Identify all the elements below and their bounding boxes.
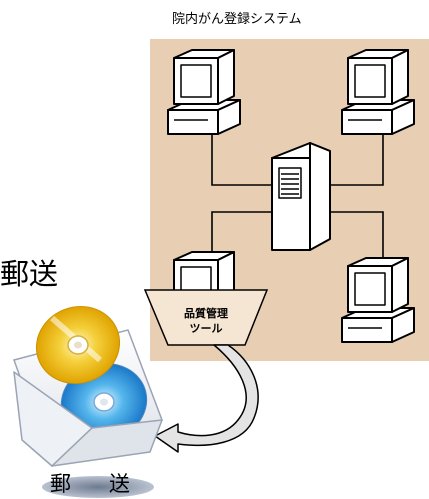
quality-tool-label-line1: 品質管理 bbox=[184, 307, 228, 320]
mail-label-bottom: 郵送 bbox=[50, 472, 168, 496]
envelope-shadow bbox=[42, 476, 154, 498]
quality-tool-label: 品質管理 ツール bbox=[166, 306, 246, 336]
quality-tool-funnel bbox=[143, 289, 269, 346]
cd-disc-icon bbox=[35, 306, 121, 384]
envelope-front bbox=[13, 371, 163, 467]
desktop-computer-icon bbox=[341, 49, 415, 135]
desktop-computer-icon bbox=[167, 49, 241, 135]
system-title: 院内がん登録システム bbox=[172, 12, 302, 27]
server-tower-icon bbox=[271, 142, 331, 251]
network-lines bbox=[211, 134, 384, 260]
curved-arrow bbox=[154, 344, 259, 453]
quality-tool-label-line2: ツール bbox=[189, 322, 223, 335]
desktop-computer-icon bbox=[341, 257, 415, 343]
mail-label: 郵送 bbox=[0, 257, 59, 291]
